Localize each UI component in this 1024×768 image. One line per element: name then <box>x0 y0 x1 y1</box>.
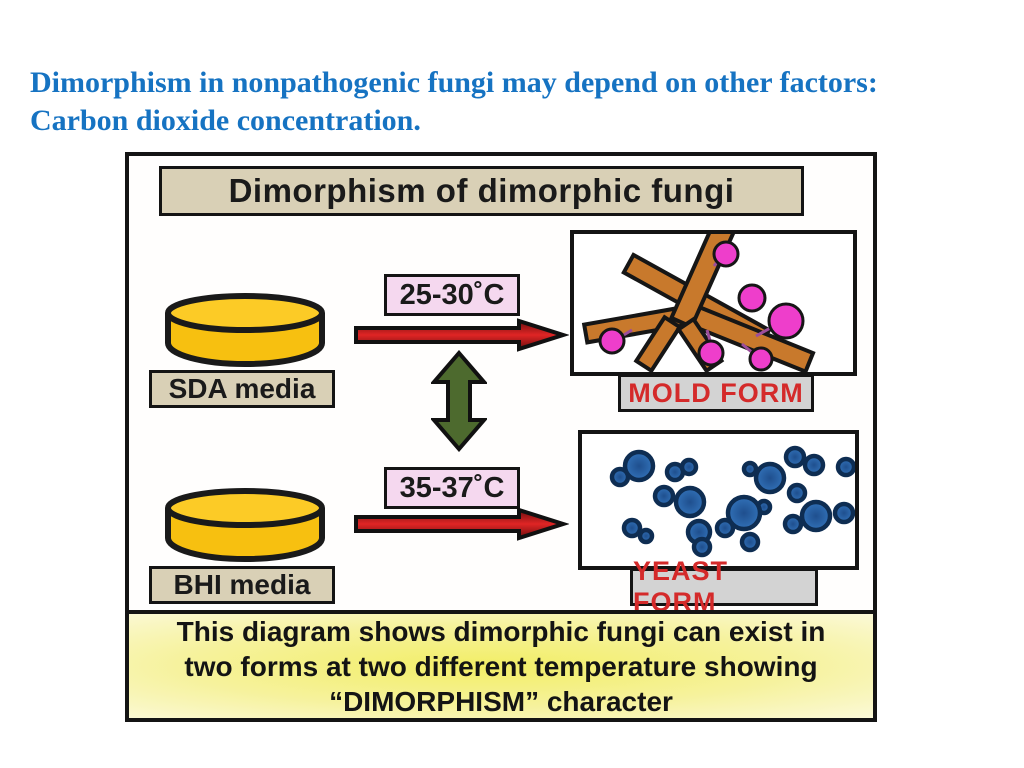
caption-line1: This diagram shows dimorphic fungi can e… <box>176 615 826 647</box>
diagram-caption: This diagram shows dimorphic fungi can e… <box>129 610 873 718</box>
slide-title-line2: Carbon dioxide concentration. <box>30 104 421 137</box>
caption-line3: “DIMORPHISM” character <box>329 685 673 717</box>
bhi-media-label: BHI media <box>149 566 335 604</box>
slide-title: Dimorphism in nonpathogenic fungi may de… <box>30 64 970 140</box>
yeast-form-box <box>578 430 859 570</box>
mold-form-box <box>570 230 857 376</box>
sda-media-label: SDA media <box>149 370 335 408</box>
mold-illustration <box>581 234 816 372</box>
yeast-illustration <box>609 445 855 558</box>
temp-label-35-37: 35-37˚C <box>384 467 520 509</box>
slide-title-line1: Dimorphism in nonpathogenic fungi may de… <box>30 66 878 99</box>
red-arrow-to-yeast-icon <box>354 507 569 541</box>
caption-line2: two forms at two different temperature s… <box>184 650 818 682</box>
red-arrow-to-mold-icon <box>354 318 569 352</box>
bhi-media-dish-icon <box>165 488 325 562</box>
temp-label-25-30: 25-30˚C <box>384 274 520 316</box>
green-double-arrow-icon <box>431 350 487 452</box>
yeast-form-label: YEAST FORM <box>630 556 818 617</box>
mold-form-label: MOLD FORM <box>618 374 814 412</box>
diagram-title: Dimorphism of dimorphic fungi <box>159 166 804 216</box>
dimorphism-diagram: Dimorphism of dimorphic fungi SDA media … <box>125 152 877 722</box>
sda-media-dish-icon <box>165 293 325 367</box>
